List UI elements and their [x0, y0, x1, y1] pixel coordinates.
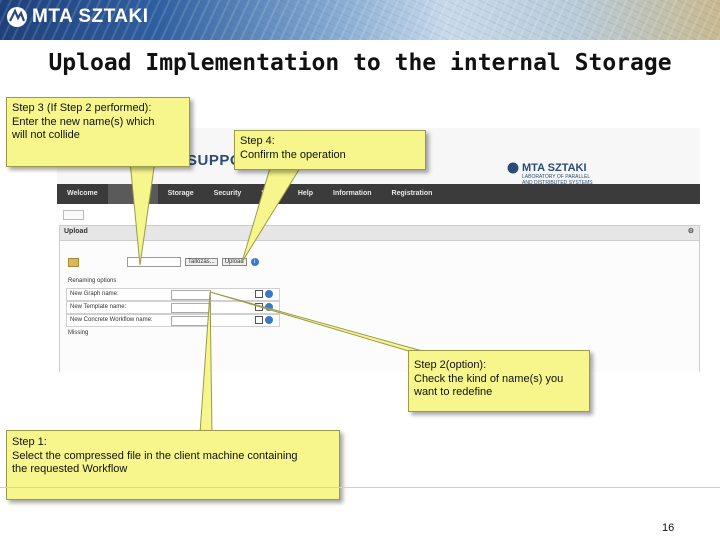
- header-banner: MTA SZTAKI: [0, 0, 720, 40]
- step2-pointer: [209, 291, 427, 353]
- step1-pointer: [199, 291, 213, 434]
- rename-row-template: New Template name:: [66, 301, 280, 314]
- nav-item-storage[interactable]: Storage: [167, 190, 194, 197]
- footer-divider: [0, 487, 720, 488]
- nav-item-security[interactable]: Security: [213, 190, 242, 197]
- help-icon[interactable]: [265, 316, 273, 324]
- graph-rename-checkbox[interactable]: [255, 290, 263, 298]
- banner-texture: [0, 0, 720, 40]
- renaming-options-label: Renaming options: [68, 278, 117, 284]
- wrench-icon[interactable]: ⚙: [687, 228, 694, 235]
- logo: MTA SZTAKI: [6, 6, 149, 28]
- help-icon[interactable]: i: [250, 258, 259, 266]
- breadcrumb: [63, 210, 85, 220]
- file-upload-row: Tallózás... Upload i: [68, 257, 259, 267]
- rename-label-template: New Template name:: [70, 304, 127, 310]
- page-number: 16: [662, 522, 675, 534]
- upload-panel-title: Upload: [64, 228, 88, 235]
- rename-row-graph: New Graph name:: [66, 288, 280, 301]
- missing-label: Missing: [68, 330, 89, 336]
- browse-button[interactable]: Tallózás...: [185, 258, 218, 266]
- help-icon[interactable]: [265, 303, 273, 311]
- nav-item-help[interactable]: Help: [297, 190, 314, 197]
- nav-item-welcome[interactable]: Welcome: [67, 190, 98, 197]
- rename-label-concrete: New Concrete Workflow name:: [70, 317, 153, 323]
- file-path-input[interactable]: [127, 257, 181, 267]
- portal-nav: Welcome Storage Security Se Help Informa…: [57, 184, 700, 204]
- nav-item-registration[interactable]: Registration: [391, 190, 433, 197]
- breadcrumb-box[interactable]: [63, 210, 85, 220]
- rename-label-graph: New Graph name:: [70, 291, 119, 297]
- upload-panel: Upload ⚙ Tallózás... Upload i Renaming o…: [59, 225, 700, 372]
- upload-panel-header: Upload ⚙: [60, 226, 699, 241]
- help-icon[interactable]: [265, 290, 273, 298]
- logo-text: MTA SZTAKI: [32, 6, 149, 27]
- lab-logo-icon: [507, 162, 519, 174]
- upload-button[interactable]: Upload: [221, 258, 247, 266]
- lab-logo-title: MTA SZTAKI: [522, 162, 587, 174]
- mta-sztaki-logo-icon: [7, 7, 27, 27]
- rename-row-concrete: New Concrete Workflow name:: [66, 314, 280, 327]
- step4-pointer: [241, 167, 301, 263]
- step3-callout: Step 3 (If Step 2 performed): Enter the …: [6, 97, 190, 167]
- step2-callout: Step 2(option): Check the kind of name(s…: [408, 350, 590, 412]
- slide-title: Upload Implementation to the internal St…: [48, 50, 672, 76]
- step4-callout: Step 4: Confirm the operation: [234, 130, 426, 170]
- nav-item-information[interactable]: Information: [333, 190, 372, 197]
- step1-callout: Step 1: Select the compressed file in th…: [6, 430, 340, 500]
- concrete-rename-checkbox[interactable]: [255, 316, 263, 324]
- folder-icon: [68, 257, 79, 267]
